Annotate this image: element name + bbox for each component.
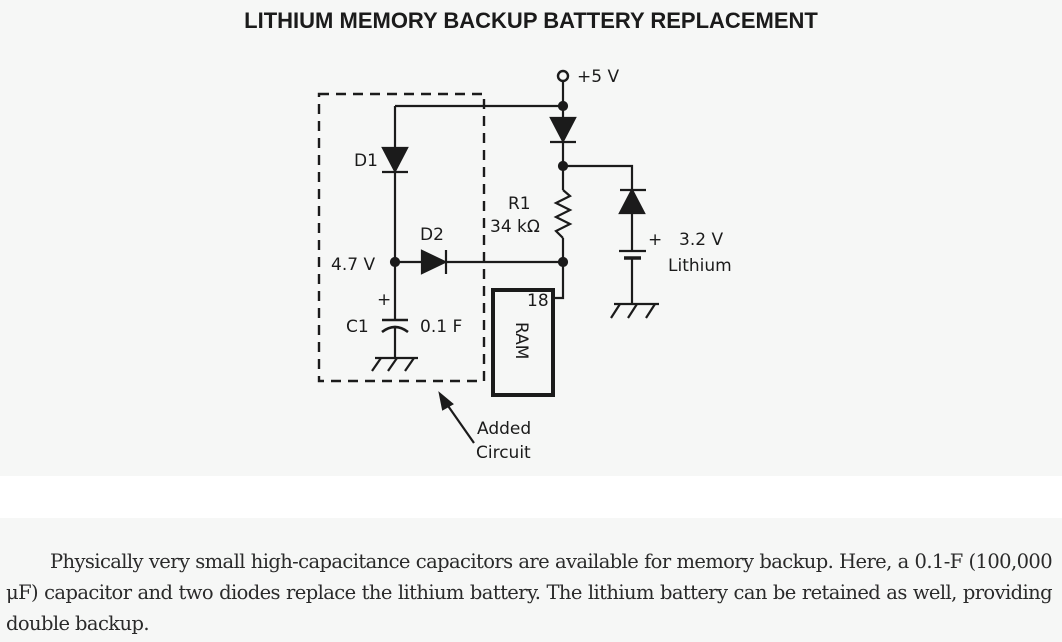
- battery-type: Lithium: [668, 256, 732, 276]
- c1-polarity: +: [377, 290, 391, 310]
- ram-chip: [491, 288, 555, 397]
- callout-line1: Added: [477, 419, 531, 439]
- lithium-battery-icon: [619, 249, 646, 304]
- callout-arrow-icon: [438, 391, 475, 444]
- supply-terminal: [556, 69, 570, 83]
- resistor-r1: [553, 166, 573, 262]
- callout-line2: Circuit: [476, 443, 531, 463]
- diode-d1: [381, 146, 409, 174]
- node-voltage-label: 4.7 V: [331, 255, 375, 275]
- figure-title: LITHIUM MEMORY BACKUP BATTERY REPLACEMEN…: [244, 8, 818, 33]
- capacitor-c1: [381, 318, 409, 358]
- ram-pin-label: 18: [527, 291, 549, 311]
- caption-panel: [0, 518, 1062, 642]
- diode-d2: [420, 249, 448, 275]
- figure-caption: Physically very small high-capacitance c…: [6, 550, 1053, 635]
- c1-name: C1: [346, 317, 369, 337]
- battery-diode: [618, 187, 646, 251]
- ground-icon: [610, 302, 659, 319]
- circuit-schematic: +5 V R1 34 kΩ + 3.2 V Lithium: [317, 67, 732, 463]
- battery-voltage: 3.2 V: [679, 230, 723, 250]
- r1-name: R1: [508, 194, 531, 214]
- ram-label: RAM: [511, 322, 531, 359]
- d1-label: D1: [354, 151, 378, 171]
- ground-icon: [371, 356, 418, 372]
- battery-polarity: +: [648, 230, 662, 250]
- supply-label: +5 V: [577, 67, 619, 87]
- c1-value: 0.1 F: [420, 317, 462, 337]
- r1-value: 34 kΩ: [490, 217, 540, 237]
- series-diode: [549, 106, 577, 166]
- added-circuit-boundary: [317, 92, 486, 383]
- d2-label: D2: [420, 225, 444, 245]
